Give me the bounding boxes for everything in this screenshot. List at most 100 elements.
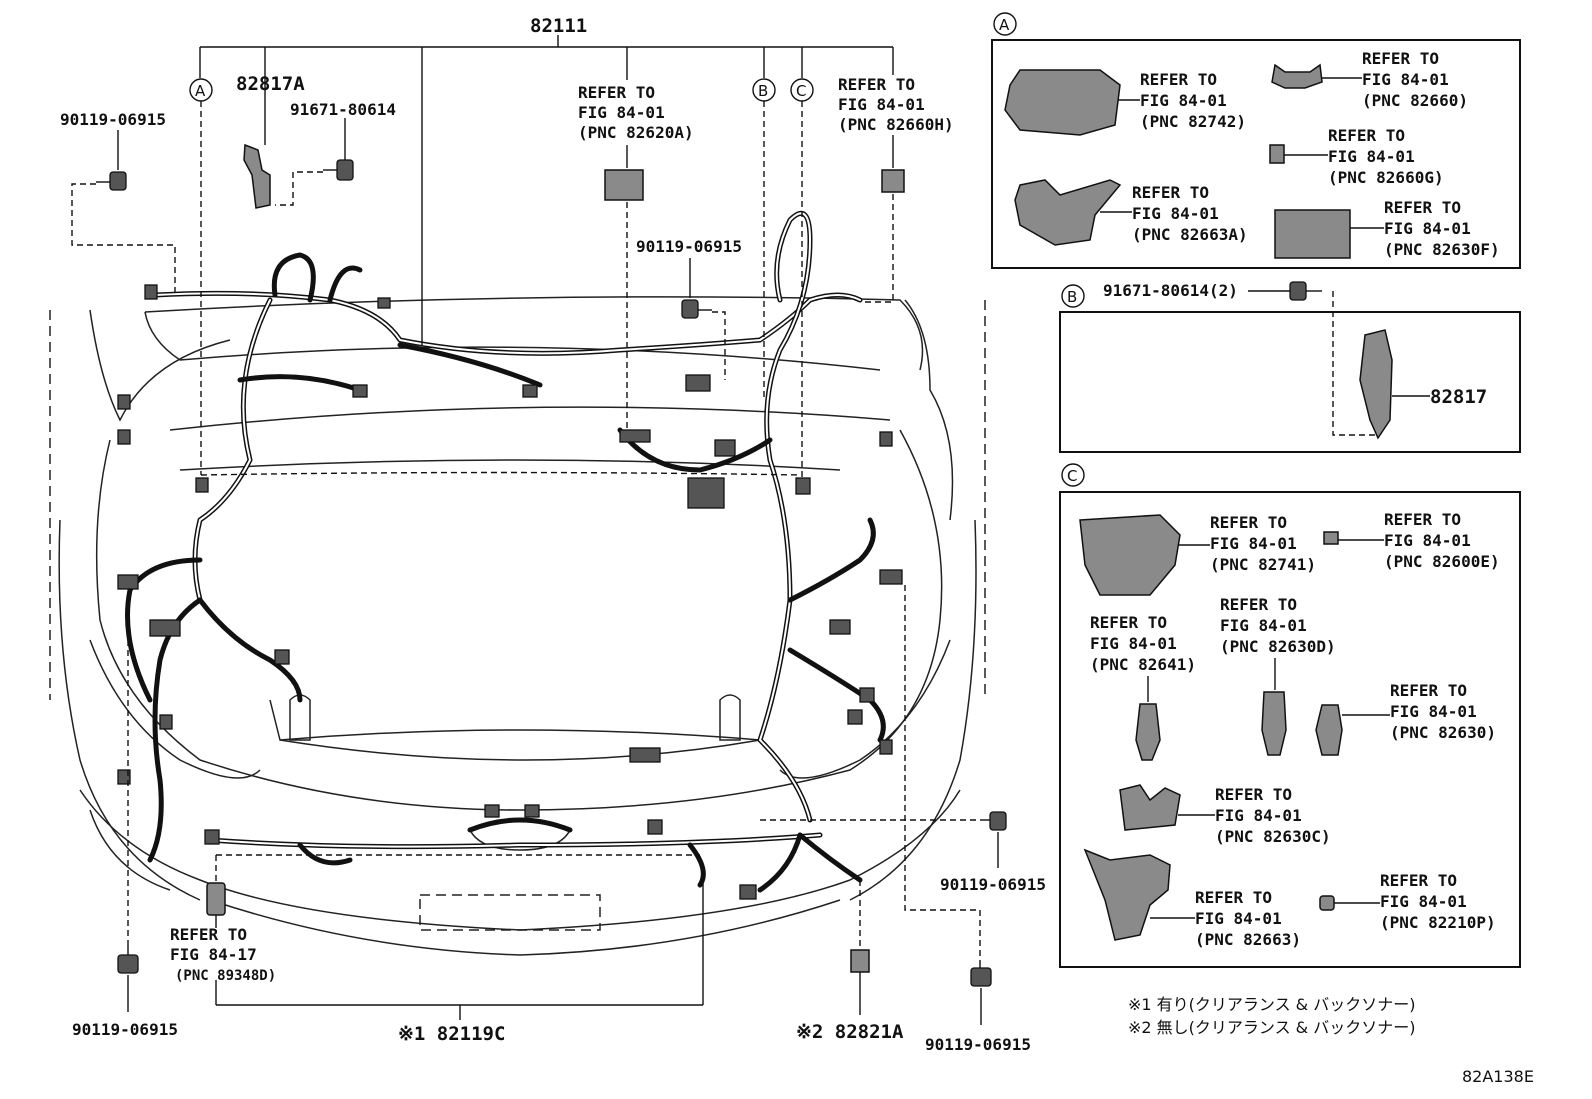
label-82817a: 82817A [236,73,305,95]
detail-a-part-82660g[interactable] [1269,144,1285,164]
detail-a-refer-82630f-l3: (PNC 82630F) [1384,240,1500,259]
detail-c-refer-82641-l1: REFER TO [1090,613,1167,632]
refer-82620a-line2: FIG 84-01 [578,103,665,122]
figure-code: 82A138E [1462,1067,1534,1086]
detail-c-part-82641[interactable] [1135,703,1161,761]
detail-b-clip-part[interactable] [1289,281,1322,301]
callout-c[interactable]: C [790,78,814,102]
clip-91671-part[interactable] [323,159,354,181]
detail-b-part-82817[interactable] [1359,329,1393,440]
detail-c-part-82210p[interactable] [1319,895,1335,911]
detail-a-part-82660[interactable] [1271,63,1323,89]
detail-c-refer-82641-l2: FIG 84-01 [1090,634,1177,653]
detail-c-refer-82210p-l2: FIG 84-01 [1380,892,1467,911]
detail-c-label: C [1067,467,1077,485]
detail-c-refer-82741: REFER TO FIG 84-01 (PNC 82741) [1210,513,1316,574]
detail-c-refer-82600e: REFER TO FIG 84-01 (PNC 82600E) [1384,510,1500,571]
refer-82620a-label: REFER TO FIG 84-01 (PNC 82620A) [578,83,694,142]
vehicle-body-outline [49,296,986,956]
detail-c-refer-82630: REFER TO FIG 84-01 (PNC 82630) [1390,681,1496,742]
detail-c-part-82630c[interactable] [1119,784,1181,831]
harness-pnc-82111: 82111 [530,15,587,37]
connector-82821a[interactable] [850,949,870,973]
leader-clip-right-bottom-dashed [904,585,981,960]
callout-c-label: C [796,82,806,100]
detail-a-part-82663a[interactable] [1014,179,1122,246]
leader-a-return [200,471,801,476]
detail-a-part-82630f[interactable] [1274,209,1351,259]
detail-c-refer-82630d-l1: REFER TO [1220,595,1297,614]
leader-clip-91671-dashed [275,171,323,206]
detail-c-refer-82630-l1: REFER TO [1390,681,1467,700]
detail-c-refer-82630c-l1: REFER TO [1215,785,1292,804]
leader-clip-left-top-dashed [71,183,176,295]
detail-a-refer-82660: REFER TO FIG 84-01 (PNC 82660) [1362,49,1468,110]
callout-a-label: A [195,82,206,100]
note-1: ※1 有り(クリアランス & バックソナー) [1128,995,1416,1014]
bracket-82817a-part[interactable] [243,143,271,209]
label-clip-center: 90119-06915 [636,237,742,256]
detail-c-part-82600e[interactable] [1323,531,1339,545]
detail-c-refer-82210p-l3: (PNC 82210P) [1380,913,1496,932]
detail-c-refer-82741-l1: REFER TO [1210,513,1287,532]
refer-89348d-label: REFER TO FIG 84-17 (PNC 89348D) [170,925,276,984]
detail-c-refer-82600e-l3: (PNC 82600E) [1384,552,1500,571]
refer-82660h-line2: FIG 84-01 [838,95,925,114]
detail-c-refer-82641: REFER TO FIG 84-01 (PNC 82641) [1090,613,1196,674]
detail-a-refer-82660g-l2: FIG 84-01 [1328,147,1415,166]
clip-center-part[interactable] [681,299,712,319]
detail-a-part-82742[interactable] [1004,69,1121,136]
detail-c-refer-82630-l3: (PNC 82630) [1390,723,1496,742]
detail-b-box [1059,311,1521,453]
detail-a-box [991,39,1521,269]
detail-c-refer-82741-l3: (PNC 82741) [1210,555,1316,574]
detail-a-refer-82663a: REFER TO FIG 84-01 (PNC 82663A) [1132,183,1248,244]
detail-c-refer-82630d: REFER TO FIG 84-01 (PNC 82630D) [1220,595,1336,656]
detail-a-refer-82660-l1: REFER TO [1362,49,1439,68]
clip-left-top-part[interactable] [96,171,127,191]
detail-c-refer-82630c-l2: FIG 84-01 [1215,806,1302,825]
refer-82660h-label: REFER TO FIG 84-01 (PNC 82660H) [838,75,954,134]
clip-left-bottom-part[interactable] [117,945,139,974]
connector-82660h[interactable] [881,169,905,193]
detail-a-refer-82630f-l1: REFER TO [1384,198,1461,217]
callout-b-label: B [758,82,768,100]
connector-82620a[interactable] [604,169,644,201]
detail-a-refer-82663a-l3: (PNC 82663A) [1132,225,1248,244]
detail-c-refer-82600e-l1: REFER TO [1384,510,1461,529]
callout-b[interactable]: B [752,78,776,102]
detail-c-refer-82630-l2: FIG 84-01 [1390,702,1477,721]
detail-a-refer-82742-l3: (PNC 82742) [1140,112,1246,131]
callout-a[interactable]: A [189,78,213,102]
refer-89348d-line1: REFER TO [170,925,247,944]
connector-89348d[interactable] [206,882,226,916]
leader-82119c [215,854,704,1020]
detail-a-refer-82660-l2: FIG 84-01 [1362,70,1449,89]
detail-b-leader-dashed [1332,291,1375,436]
detail-c-refer-82600e-l2: FIG 84-01 [1384,531,1471,550]
detail-c-part-82630[interactable] [1315,704,1343,756]
label-clip-left-bottom: 90119-06915 [72,1020,178,1039]
note-2: ※2 無し(クリアランス & バックソナー) [1128,1018,1416,1037]
detail-c-part-82741[interactable] [1079,514,1181,596]
clip-right-bottom-part[interactable] [970,960,992,987]
label-clip-left-top: 90119-06915 [60,110,166,129]
refer-89348d-line3: (PNC 89348D) [175,968,276,984]
detail-b-label: B [1067,288,1077,306]
detail-c-part-82663[interactable] [1083,848,1171,941]
license-plate-recess [419,894,601,931]
detail-c-refer-82663-l2: FIG 84-01 [1195,909,1282,928]
label-clip-right-mid: 90119-06915 [940,875,1046,894]
detail-a-refer-82660g-l1: REFER TO [1328,126,1405,145]
refer-82620a-line1: REFER TO [578,83,655,102]
refer-82660h-line1: REFER TO [838,75,915,94]
clip-right-mid-part[interactable] [980,811,1007,831]
refer-82660h-line3: (PNC 82660H) [838,115,954,134]
detail-a-refer-82663a-l2: FIG 84-01 [1132,204,1219,223]
detail-b-callout: B [1061,284,1085,308]
detail-c-refer-82741-l2: FIG 84-01 [1210,534,1297,553]
detail-c-refer-82663: REFER TO FIG 84-01 (PNC 82663) [1195,888,1301,949]
detail-a-refer-82660-l3: (PNC 82660) [1362,91,1468,110]
detail-c-part-82630d[interactable] [1261,691,1287,756]
